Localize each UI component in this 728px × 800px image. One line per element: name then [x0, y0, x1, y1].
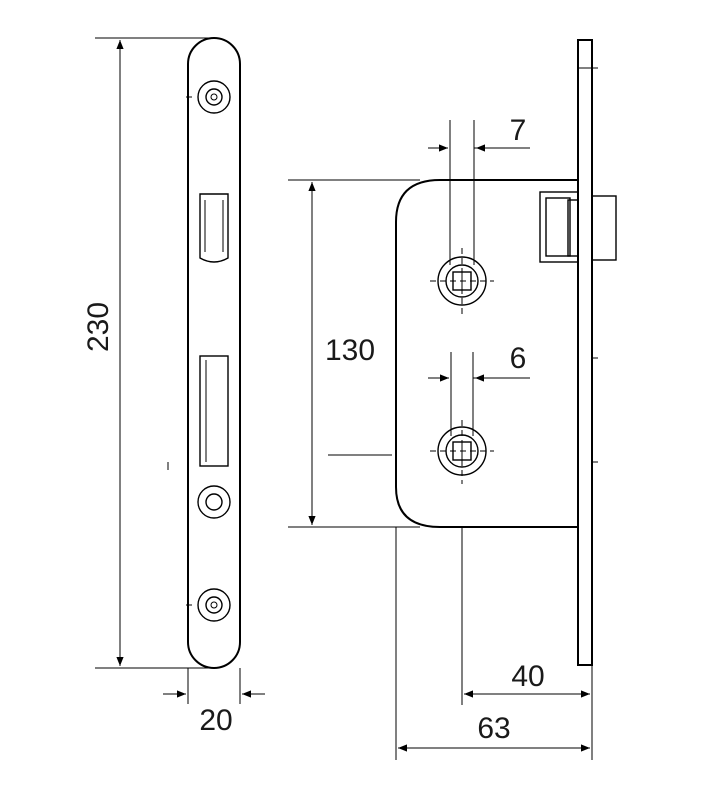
dimension-40-label: 40 — [511, 660, 544, 693]
side-view-lock-body — [395, 39, 617, 666]
dimension-20-label: 20 — [199, 704, 232, 737]
dimension-63: 63 — [395, 527, 590, 760]
dimension-7-label: 7 — [510, 114, 527, 147]
dimension-20: 20 — [163, 668, 265, 737]
lock-case — [395, 179, 578, 528]
faceplate-outline — [187, 37, 241, 669]
bottom-screw-hole — [197, 588, 231, 622]
forend-plate — [577, 39, 593, 666]
upper-spindle-hub — [430, 248, 494, 314]
top-screw-hole — [197, 80, 231, 114]
dimension-130: 130 — [288, 179, 420, 528]
dimension-40: 40 — [461, 527, 593, 760]
dimension-230-label: 230 — [82, 302, 115, 352]
cylinder-hole — [197, 485, 231, 519]
latch-opening — [199, 193, 229, 263]
dimension-6-label: 6 — [510, 342, 527, 375]
dimension-63-label: 63 — [477, 712, 510, 745]
dimension-130-label: 130 — [325, 334, 375, 367]
dimension-6: 6 — [428, 342, 530, 436]
dimension-230: 230 — [82, 37, 215, 669]
front-view-faceplate — [167, 37, 241, 669]
bolt-opening — [199, 355, 229, 467]
latch-bolt — [539, 191, 617, 263]
dimension-7: 7 — [428, 114, 530, 265]
lower-spindle-hub — [430, 420, 494, 484]
